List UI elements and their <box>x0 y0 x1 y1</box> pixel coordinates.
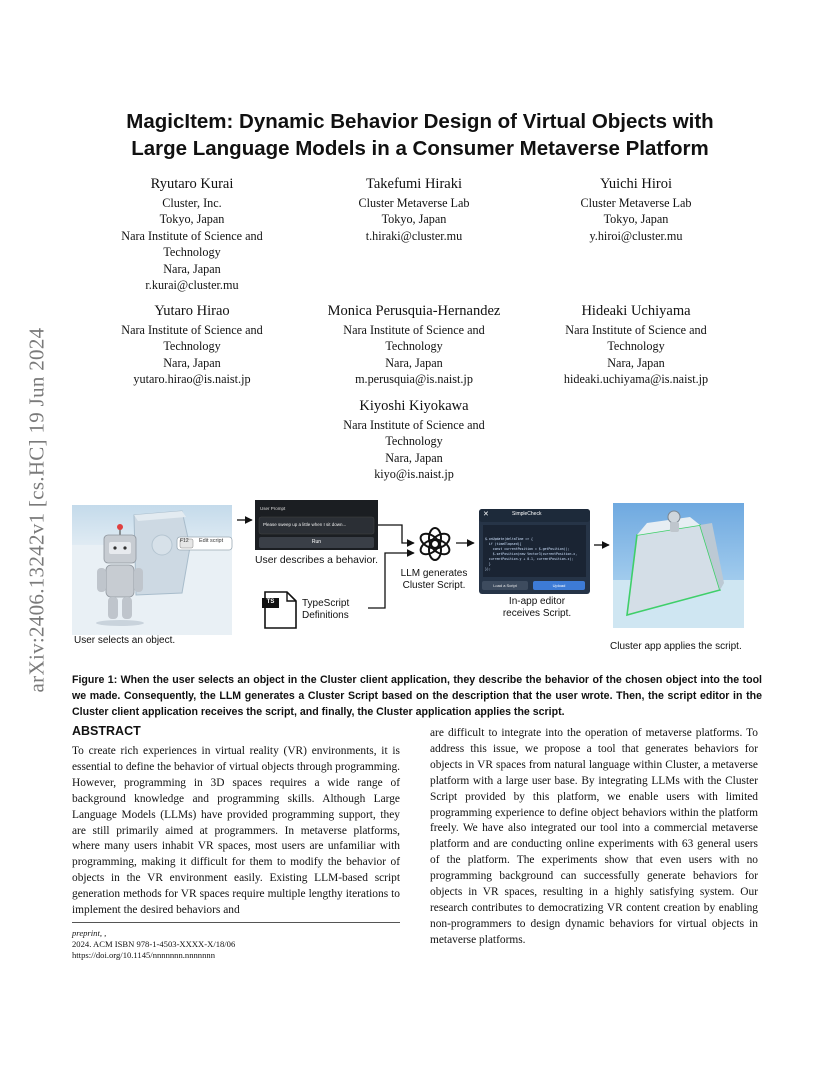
author-location: Tokyo, Japan <box>381 212 447 227</box>
author-affiliation: Technology <box>385 434 443 449</box>
in-app-script-editor <box>479 509 590 594</box>
author-name: Hideaki Uchiyama <box>581 303 691 319</box>
author-affiliation: Technology <box>385 339 443 354</box>
author-block-perusquia: Monica Perusquia-Hernandez Nara Institut… <box>304 302 524 388</box>
footnote-preprint: preprint, , <box>72 928 107 938</box>
footnote-doi[interactable]: https://doi.org/10.1145/nnnnnnn.nnnnnnn <box>72 950 215 960</box>
author-affiliation: Technology <box>607 339 665 354</box>
typescript-file-icon <box>262 591 297 629</box>
author-email: m.perusquia@is.naist.jp <box>355 372 473 387</box>
author-email: t.hiraki@cluster.mu <box>365 228 463 243</box>
author-location: Nara, Japan <box>607 355 665 370</box>
figure-1: User selects an object. F12 Edit script … <box>72 495 762 660</box>
abstract-heading: ABSTRACT <box>72 724 141 738</box>
vr-scene-select-object <box>72 505 233 635</box>
user-prompt-text: Please sweep up a little when I sit down… <box>263 522 347 527</box>
footnote-divider <box>72 922 400 923</box>
author-name: Yuichi Hiroi <box>599 176 673 192</box>
arrow-ts-to-llm <box>368 549 415 609</box>
author-email: kiyo@is.naist.jp <box>374 467 454 482</box>
author-block-hirao: Yutaro Hirao Nara Institute of Science a… <box>82 302 302 388</box>
author-location: Nara, Japan <box>385 450 443 465</box>
edit-script-hint: Edit script <box>199 538 224 544</box>
author-block-kiyokawa: Kiyoshi Kiyokawa Nara Institute of Scien… <box>304 397 524 483</box>
user-prompt-title: User Prompt <box>260 506 286 511</box>
author-location: Nara, Japan <box>385 355 443 370</box>
arxiv-identifier: arXiv:2406.13242v1 [cs.HC] 19 Jun 2024 <box>24 327 49 693</box>
editor-title: SimpleCheck <box>512 511 542 517</box>
title-line-2: Large Language Models in a Consumer Meta… <box>131 137 709 160</box>
figure-1-graphic <box>72 500 744 635</box>
author-location: Nara, Japan <box>163 355 221 370</box>
author-affiliation: Nara Institute of Science and <box>121 228 263 243</box>
author-affiliation: Cluster Metaverse Lab <box>358 196 470 210</box>
author-block-hiraki: Takefumi Hiraki Cluster Metaverse Lab To… <box>304 175 524 244</box>
author-location: Tokyo, Japan <box>159 212 225 227</box>
abstract-text-right: are difficult to integrate into the oper… <box>430 727 758 946</box>
paper-title: MagicItem: Dynamic Behavior Design of Vi… <box>70 108 770 162</box>
footnote: preprint, , 2024. ACM ISBN 978-1-4503-XX… <box>72 928 402 961</box>
footnote-isbn: 2024. ACM ISBN 978-1-4503-XXXX-X/18/06 <box>72 939 236 949</box>
upload-button[interactable]: Upload <box>552 583 566 588</box>
author-affiliation: Nara Institute of Science and <box>343 418 485 432</box>
author-affiliation: Technology <box>163 339 221 354</box>
author-email: yutaro.hirao@is.naist.jp <box>133 372 251 387</box>
author-affiliation: Cluster, Inc. <box>162 196 222 210</box>
figure-caption: Figure 1: When the user selects an objec… <box>72 674 762 718</box>
author-affiliation: Cluster Metaverse Lab <box>580 196 692 210</box>
user-prompt-dialog <box>255 500 378 550</box>
author-email: r.kurai@cluster.mu <box>145 278 239 293</box>
editor-code: $.onUpdate(deltaTime => { if (timeElapse… <box>485 537 578 571</box>
typescript-badge: TS <box>266 599 275 605</box>
author-affiliation: Nara Institute of Science and <box>343 323 485 337</box>
edit-script-key: F12 <box>180 538 189 544</box>
close-icon[interactable]: ✕ <box>483 511 489 518</box>
author-name: Ryutaro Kurai <box>150 176 234 192</box>
author-affiliation: Nara Institute of Science and <box>121 323 263 337</box>
abstract-text-left: To create rich experiences in virtual re… <box>72 745 400 917</box>
author-location: Nara, Japan <box>163 261 221 276</box>
label-cluster-applies: Cluster app applies the script. <box>610 641 742 652</box>
author-block-hiroi: Yuichi Hiroi Cluster Metaverse Lab Tokyo… <box>526 175 746 244</box>
arrow-to-llm <box>378 524 415 547</box>
load-script-button[interactable]: Load a Script <box>493 583 517 588</box>
author-name: Monica Perusquia-Hernandez <box>327 303 501 319</box>
author-location: Tokyo, Japan <box>603 212 669 227</box>
author-block-kurai: Ryutaro Kurai Cluster, Inc. Tokyo, Japan… <box>82 175 302 293</box>
run-button: Run <box>311 539 322 545</box>
author-block-uchiyama: Hideaki Uchiyama Nara Institute of Scien… <box>526 302 746 388</box>
author-name: Yutaro Hirao <box>154 303 230 319</box>
author-email: y.hiroi@cluster.mu <box>589 228 683 243</box>
author-affiliation: Technology <box>163 245 221 260</box>
author-name: Kiyoshi Kiyokawa <box>359 398 469 414</box>
label-user-selects: User selects an object. <box>74 635 176 646</box>
cluster-app-scene <box>613 503 744 628</box>
openai-logo-icon <box>419 527 451 561</box>
author-name: Takefumi Hiraki <box>365 176 463 192</box>
author-affiliation: Nara Institute of Science and <box>565 323 707 337</box>
label-user-describes: User describes a behavior. <box>255 555 379 566</box>
title-line-1: MagicItem: Dynamic Behavior Design of Vi… <box>126 110 714 133</box>
author-email: hideaki.uchiyama@is.naist.jp <box>563 372 709 387</box>
